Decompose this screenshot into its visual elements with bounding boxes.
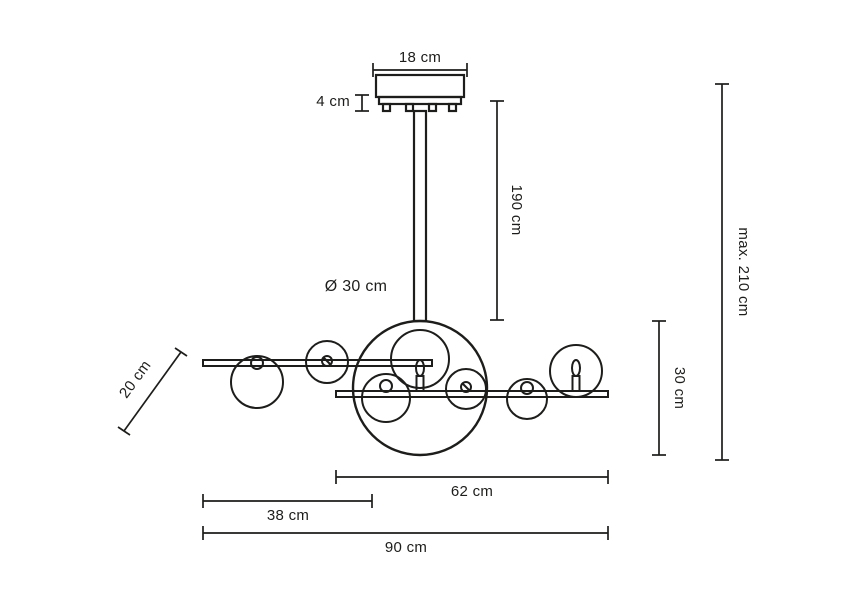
upper-arm-bar	[202, 359, 433, 367]
globe	[305, 340, 349, 384]
dim-label-ring-diameter: Ø 30 cm	[325, 278, 388, 295]
globe-socket	[250, 356, 264, 370]
globe-socket	[321, 355, 333, 367]
canopy-foot	[427, 102, 438, 113]
glass-globes	[230, 329, 603, 423]
canopy-foot	[404, 102, 415, 113]
dim-label-canopy-width: 18 cm	[399, 49, 441, 66]
globe	[445, 368, 487, 410]
dim-label-fixture-height: 30 cm	[671, 367, 688, 409]
dim-rod-length: 190 cm	[490, 100, 525, 321]
bulb-flame	[571, 359, 581, 377]
globe	[230, 355, 284, 409]
suspension-rod	[412, 109, 428, 323]
dim-label-total-width: 90 cm	[385, 539, 427, 556]
globe	[390, 329, 450, 389]
lower-arm-bar	[335, 390, 609, 398]
dim-upper-bar-length: 38 cm	[202, 494, 373, 524]
dim-canopy-height: 4 cm	[316, 93, 369, 112]
dim-label-upper-bar-length: 38 cm	[267, 507, 309, 524]
globe	[361, 373, 411, 423]
dim-label-max-height: max. 210 cm	[735, 227, 752, 316]
globe-socket	[379, 379, 393, 393]
bulb-base	[571, 375, 581, 392]
ceiling-canopy	[374, 73, 466, 113]
lamp-arms	[202, 359, 609, 398]
dim-label-depth: 20 cm	[116, 357, 155, 401]
canopy-foot	[381, 102, 392, 113]
globe-socket	[520, 381, 534, 395]
dim-ring-diameter: Ø 30 cm	[325, 278, 388, 295]
decor-ring	[351, 319, 489, 457]
dim-label-rod-length: 190 cm	[508, 185, 525, 236]
canopy-cup	[374, 73, 466, 99]
canopy-flange	[377, 95, 463, 106]
globe-socket	[460, 381, 472, 393]
dim-max-height: max. 210 cm	[715, 83, 752, 461]
socket-clip	[322, 356, 332, 366]
canopy-foot	[447, 102, 458, 113]
dim-canopy-width: 18 cm	[372, 49, 468, 77]
dim-label-canopy-height: 4 cm	[316, 93, 350, 110]
dim-total-width: 90 cm	[202, 526, 609, 556]
globe	[549, 344, 603, 398]
globe	[506, 378, 548, 420]
bulb-flame	[415, 359, 425, 377]
candle-bulb	[415, 359, 425, 392]
dim-depth: 20 cm	[116, 347, 188, 436]
dim-label-lower-bar-length: 62 cm	[451, 483, 493, 500]
dim-lower-bar-length: 62 cm	[335, 470, 609, 500]
candle-bulb	[571, 359, 581, 392]
socket-clip	[461, 382, 471, 392]
dim-fixture-height: 30 cm	[652, 320, 688, 456]
